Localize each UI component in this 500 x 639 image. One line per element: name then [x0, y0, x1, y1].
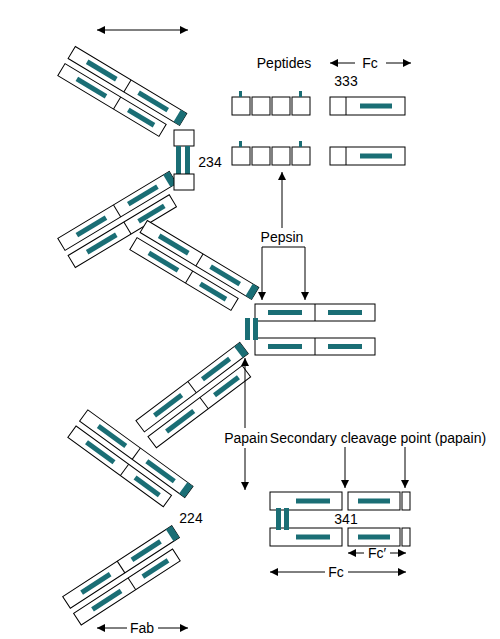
- enzyme-label: Papain: [224, 430, 268, 446]
- fab-arm: [58, 46, 187, 142]
- fc-region: [245, 304, 375, 355]
- callout-number: 234: [198, 154, 221, 170]
- fragment-label: Fc: [362, 55, 378, 71]
- enzyme-label: Pepsin: [261, 229, 304, 245]
- callout-number: 224: [179, 510, 202, 526]
- fab-arm: [130, 220, 259, 316]
- hinge: [174, 130, 194, 190]
- fc-papain: [270, 492, 410, 546]
- fab-arm: [58, 171, 187, 267]
- callout-number: 341: [334, 511, 357, 527]
- callout-number: 333: [334, 73, 357, 89]
- peptides: [232, 91, 310, 165]
- fragment-label: Fc′: [368, 545, 386, 561]
- fragment-label: Fc: [328, 564, 344, 580]
- fab-fragment: [63, 526, 191, 625]
- fc-fragment: [330, 97, 405, 165]
- pointer-arrows: [97, 30, 411, 628]
- fragment-label: Peptides: [257, 55, 311, 71]
- fab-fragment: [68, 410, 193, 514]
- fragment-label: Fab: [130, 620, 154, 636]
- note-label: Secondary cleavage point (papain): [270, 430, 486, 446]
